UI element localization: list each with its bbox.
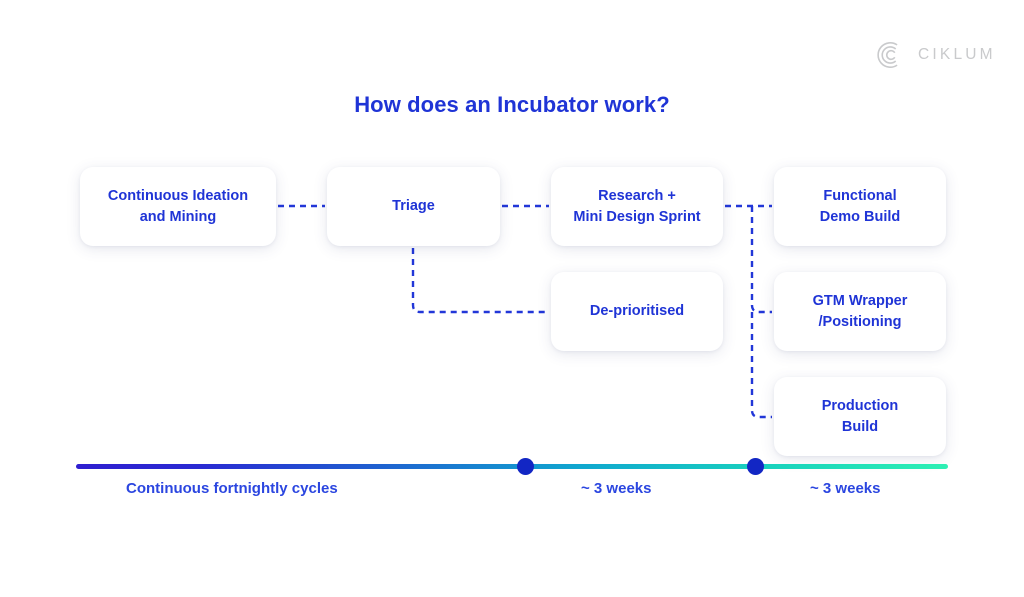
card-label: Production Build [821, 397, 899, 435]
timeline-dot-milestone-1[interactable] [517, 458, 534, 475]
brand-wordmark: CIKLUM [918, 46, 996, 63]
timeline-caption-continuous-fortnightly-cycles: Continuous fortnightly cycles [126, 480, 338, 497]
timeline-dot-milestone-2[interactable] [747, 458, 764, 475]
card-triage[interactable]: Triage [327, 167, 500, 246]
card-gtm-wrapper-positioning[interactable]: GTM Wrapper /Positioning [774, 272, 946, 351]
connector-spine-to-gtm [750, 206, 772, 314]
timeline-caption-phase-3-duration: ~ 3 weeks [810, 480, 881, 497]
card-production-build[interactable]: Production Build [774, 377, 946, 456]
connector-triage-to-deprioritised [411, 248, 549, 314]
card-label: GTM Wrapper /Positioning [812, 292, 908, 330]
ciklum-arc-icon [877, 42, 898, 68]
card-label: De-prioritised [589, 303, 685, 320]
card-label: Continuous Ideation and Mining [107, 187, 249, 225]
card-label: Triage [392, 198, 435, 215]
timeline-caption-phase-2-duration: ~ 3 weeks [581, 480, 652, 497]
card-label: Research + Mini Design Sprint [573, 187, 701, 225]
card-functional-demo-build[interactable]: Functional Demo Build [774, 167, 946, 246]
timeline-track [76, 464, 948, 469]
card-de-prioritised[interactable]: De-prioritised [551, 272, 723, 351]
page-title: How does an Incubator work? [354, 92, 670, 117]
card-research-mini-design-sprint[interactable]: Research + Mini Design Sprint [551, 167, 723, 246]
card-label: Functional Demo Build [819, 187, 901, 225]
connector-spine-to-production [750, 312, 772, 419]
brand-logo: CIKLUM [876, 40, 996, 70]
card-continuous-ideation-and-mining[interactable]: Continuous Ideation and Mining [80, 167, 276, 246]
